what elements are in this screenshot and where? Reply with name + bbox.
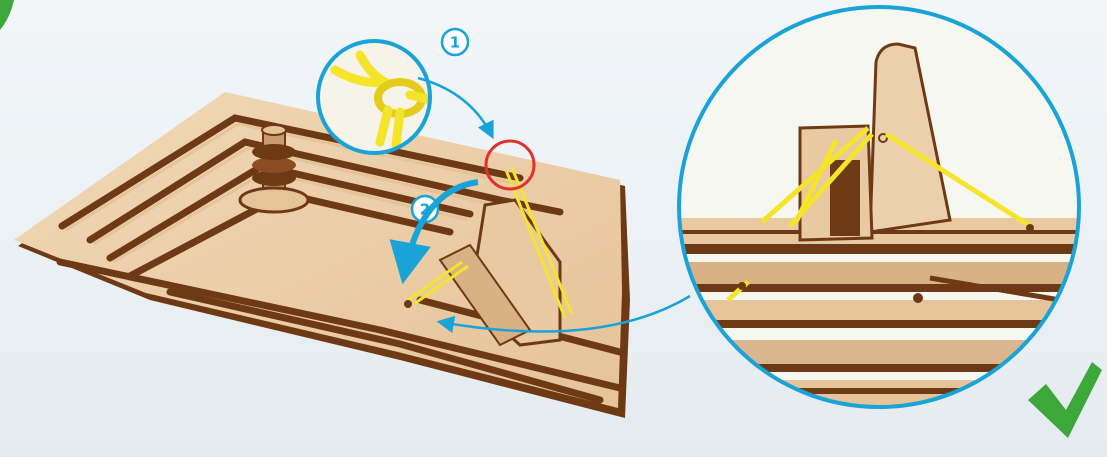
frame-post (238, 124, 310, 214)
wooden-frame (14, 92, 630, 418)
step-1-label: 1 (450, 34, 460, 52)
step-2-badge: 2 (410, 194, 440, 224)
check-mark-icon (1028, 362, 1102, 438)
frame-bracket (438, 198, 562, 347)
knot-tie-icon (330, 50, 430, 150)
rubber-band (407, 167, 574, 319)
step-1-badge: 1 (440, 27, 470, 57)
step-2-label: 2 (420, 201, 430, 219)
red-circle-hole-marker (484, 139, 536, 191)
left-magnifier (316, 39, 432, 155)
knot-arrow-icon (417, 76, 494, 140)
corner-leaf-icon (0, 0, 14, 30)
magnifier-pointer-arrow-icon (436, 294, 691, 334)
pull-down-arrow-icon (389, 179, 479, 285)
right-magnifier (677, 5, 1081, 409)
rubber-band-routing-closeup (679, 42, 1079, 407)
